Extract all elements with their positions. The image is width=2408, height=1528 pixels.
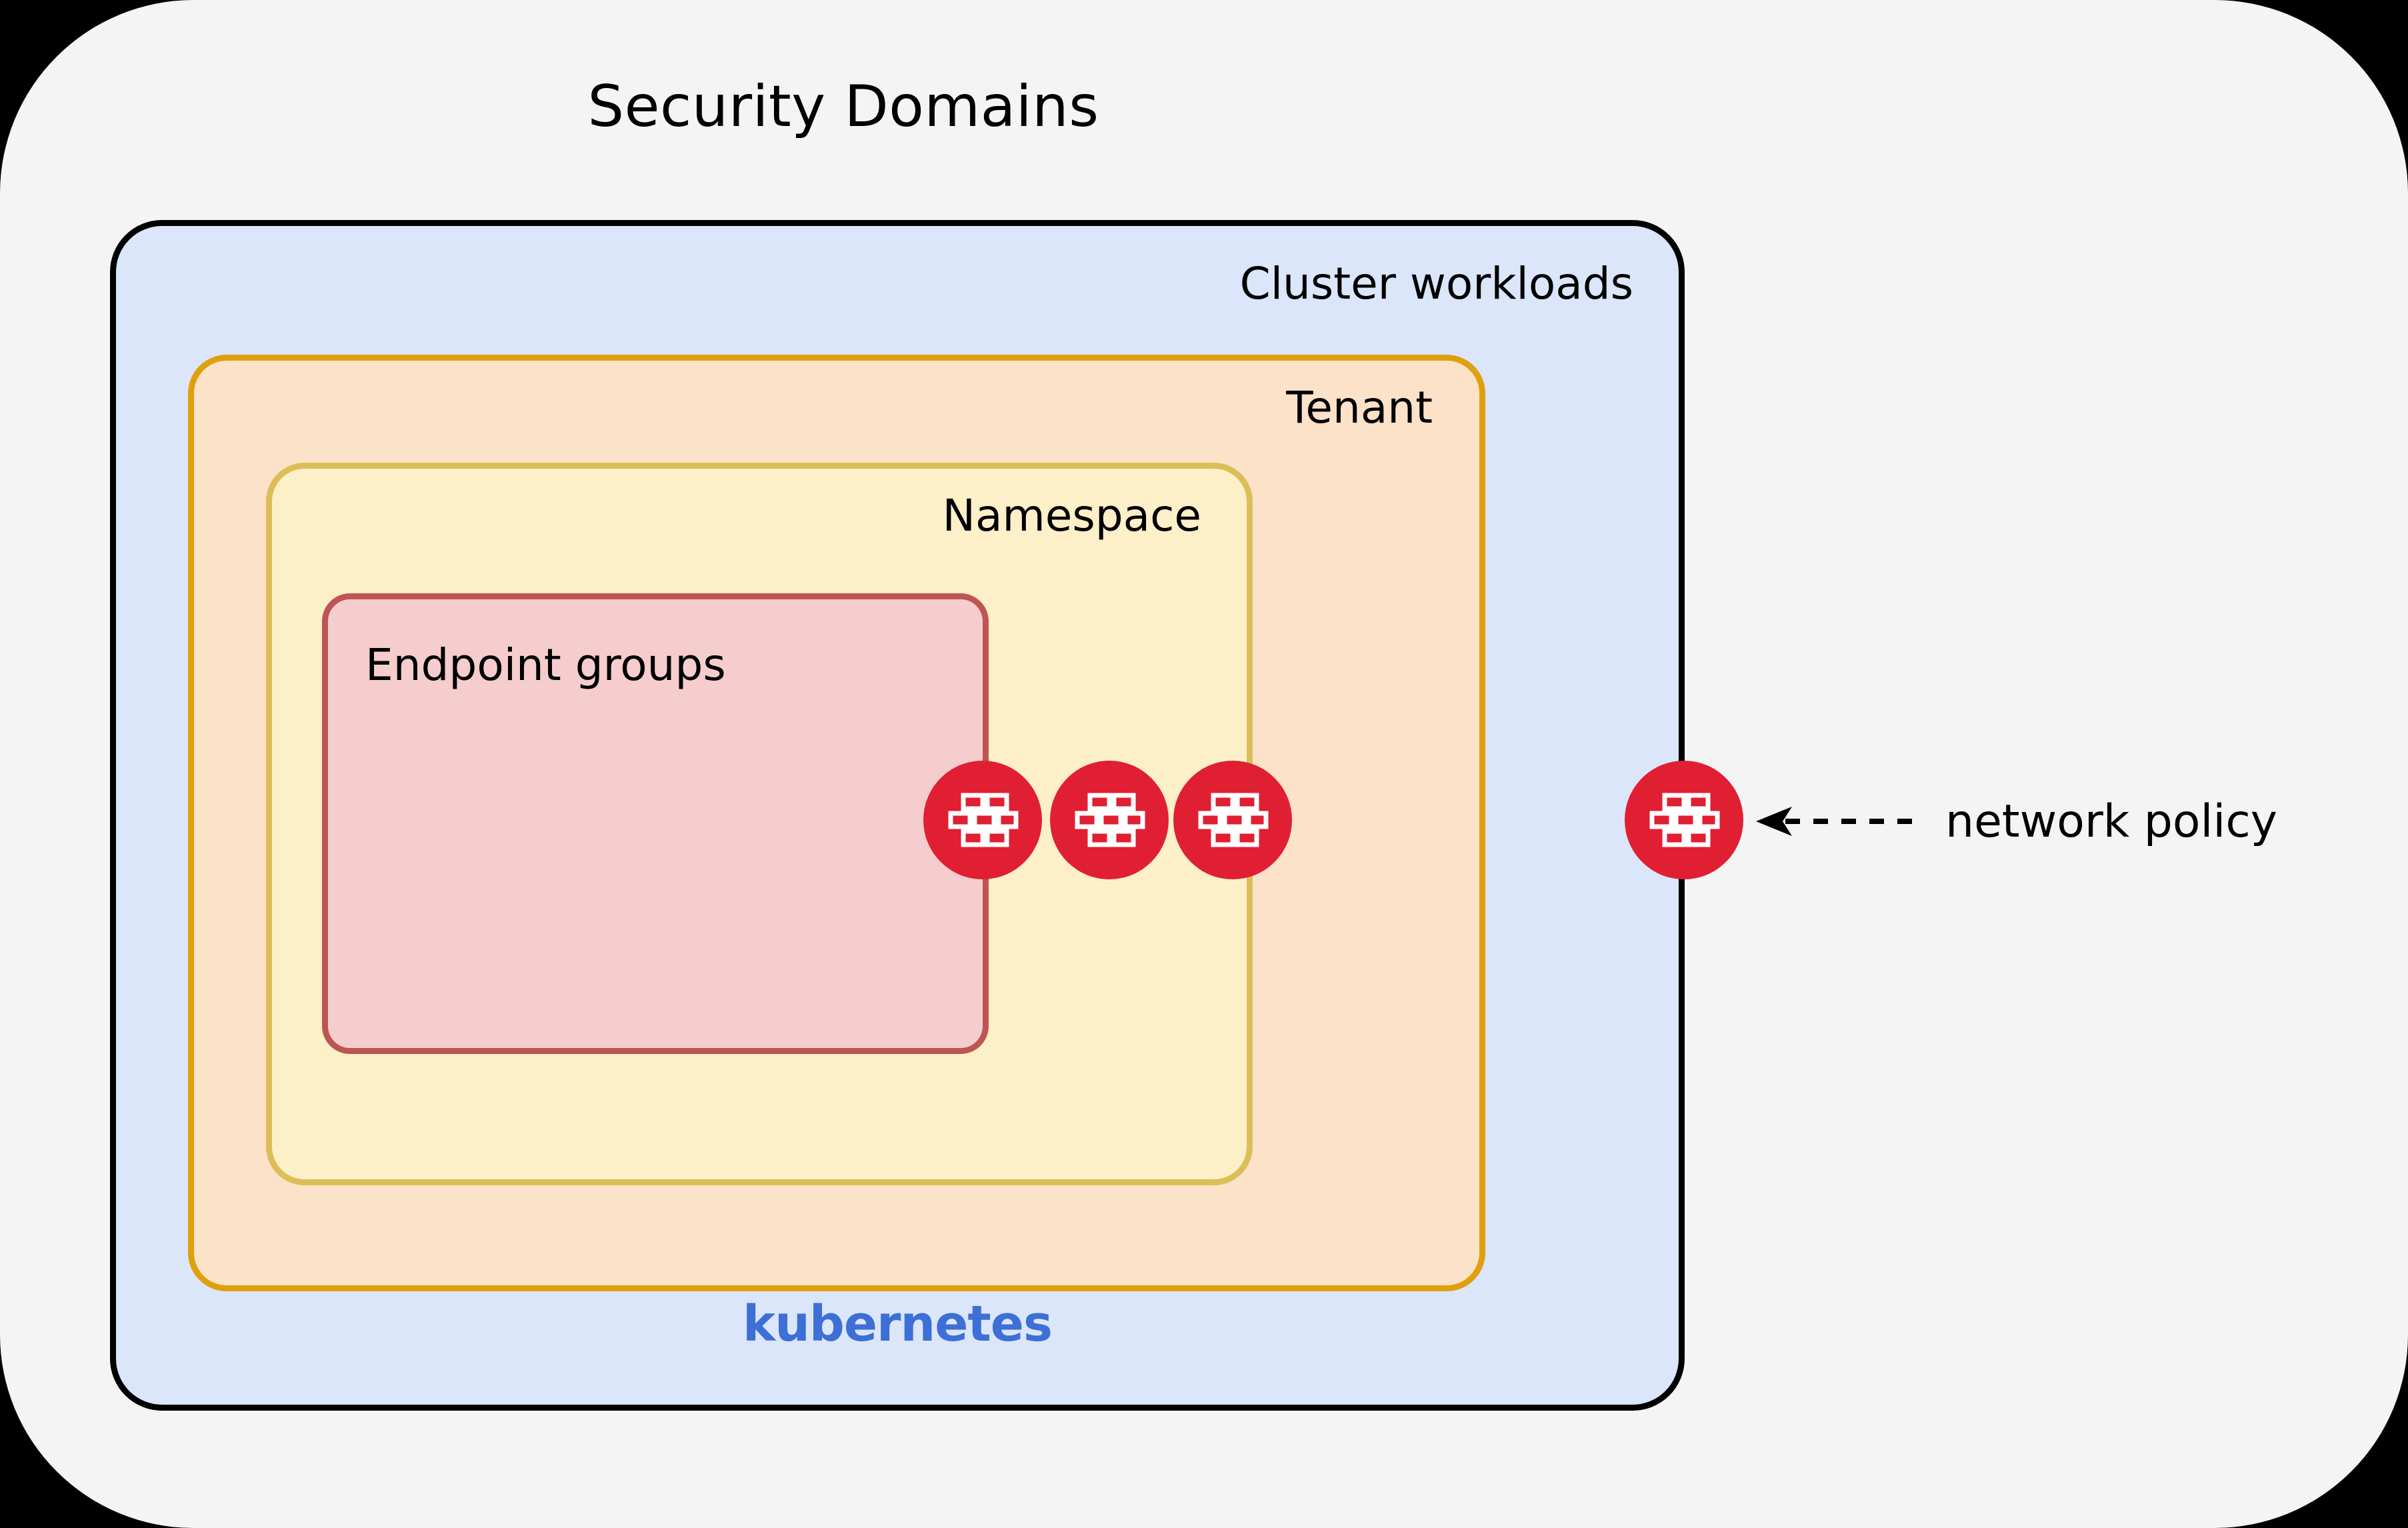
firewall-icon (947, 791, 1019, 849)
domain-box-cluster-workloads[interactable]: Cluster workloads Tenant Namespace Endpo… (110, 220, 1685, 1411)
firewall-icon (1197, 791, 1269, 849)
firewall-icon (1648, 791, 1720, 849)
domain-label-tenant: Tenant (1286, 382, 1433, 433)
dashed-arrow-left-icon (1756, 807, 1913, 836)
network-policy-node-tenant[interactable] (1173, 761, 1292, 879)
firewall-icon (1073, 791, 1145, 849)
domain-label-cluster-workloads: Cluster workloads (1239, 258, 1633, 309)
network-policy-annotation: network policy (1753, 781, 2277, 861)
domain-box-endpoint-groups[interactable]: Endpoint groups (322, 593, 989, 1054)
domain-label-endpoint-groups: Endpoint groups (365, 639, 726, 691)
network-policy-node-cluster-workloads[interactable] (1625, 761, 1743, 879)
network-policy-node-namespace[interactable] (1050, 761, 1169, 879)
page-title: Security Domains (587, 73, 1099, 140)
domain-label-namespace: Namespace (942, 490, 1201, 541)
network-policy-label: network policy (1945, 795, 2277, 848)
kubernetes-wordmark: kubernetes (742, 1295, 1053, 1353)
network-policy-node-endpoint-groups[interactable] (923, 761, 1042, 879)
